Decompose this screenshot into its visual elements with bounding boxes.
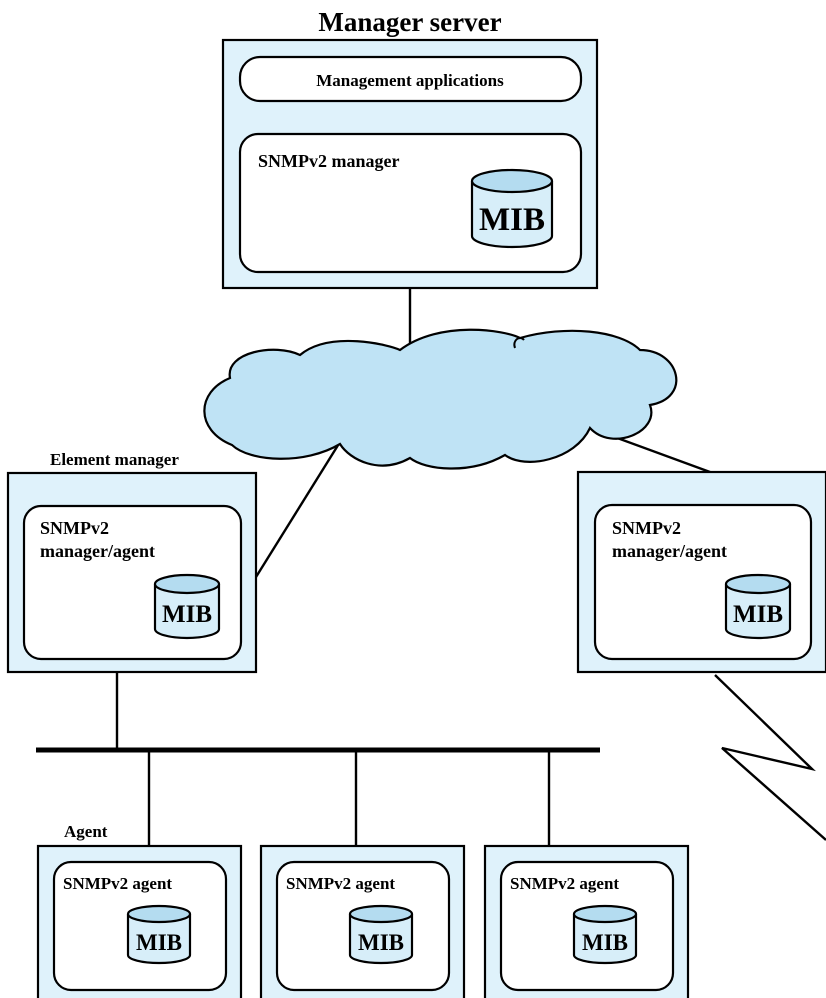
mib-label: MIB: [733, 601, 783, 628]
remote-manager-role-label: manager/agent: [612, 541, 727, 561]
mib-label: MIB: [479, 202, 545, 238]
element-manager-title: Element manager: [50, 450, 179, 469]
cloud-curl: [513, 337, 525, 349]
mib-database-icon: MIB: [153, 573, 221, 640]
network-cloud: [203, 328, 678, 470]
mib-label: MIB: [358, 930, 404, 955]
agent-1-label: SNMPv2 agent: [63, 874, 172, 893]
mib-database-icon: MIB: [470, 168, 554, 249]
remote-manager-snmpv2-label: SNMPv2: [612, 518, 681, 538]
mib-label: MIB: [582, 930, 628, 955]
line-network-to-element-manager: [254, 441, 342, 578]
agent-title: Agent: [64, 822, 108, 841]
agent-2-label: SNMPv2 agent: [286, 874, 395, 893]
management-applications-label: Management applications: [316, 71, 504, 90]
management-applications-box[interactable]: [238, 55, 583, 103]
mib-database-icon: MIB: [724, 573, 792, 640]
manager-server-title: Manager server: [318, 7, 501, 37]
snmpv2-manager-label: SNMPv2 manager: [258, 151, 399, 171]
mib-database-icon: MIB: [348, 904, 414, 965]
element-manager-role-label: manager/agent: [40, 541, 155, 561]
mib-label: MIB: [162, 601, 212, 628]
mib-database-icon: MIB: [126, 904, 192, 965]
mib-database-icon: MIB: [572, 904, 638, 965]
mib-label: MIB: [136, 930, 182, 955]
element-manager-snmpv2-label: SNMPv2: [40, 518, 109, 538]
wireless-link: [714, 674, 826, 841]
agent-3-label: SNMPv2 agent: [510, 874, 619, 893]
